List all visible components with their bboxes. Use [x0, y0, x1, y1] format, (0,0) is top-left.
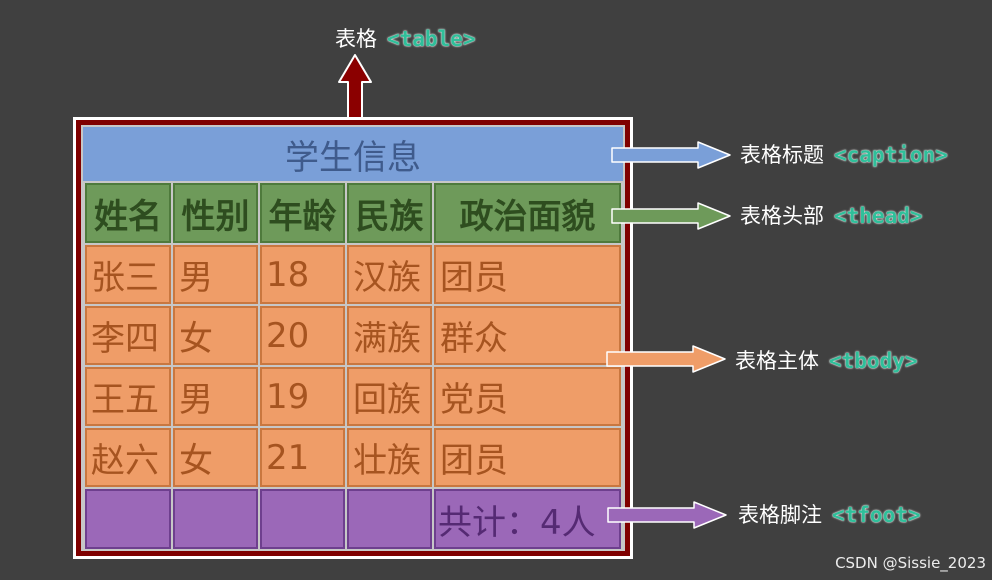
table-label-text: 表格 — [335, 27, 377, 51]
body-cell: 汉族 — [347, 245, 432, 304]
caption-label-text: 表格标题 — [740, 143, 824, 167]
body-cell: 男 — [173, 245, 258, 304]
header-cell-ethnicity: 民族 — [347, 183, 432, 243]
header-cell-gender: 性别 — [173, 183, 258, 243]
body-cell: 19 — [260, 367, 345, 426]
caption-label: 表格标题 <caption> — [740, 140, 948, 170]
body-cell: 团员 — [434, 245, 621, 304]
caption-tag: <caption> — [834, 143, 948, 167]
body-cell: 壮族 — [347, 428, 432, 487]
body-cell: 男 — [173, 367, 258, 426]
header-cell-age: 年龄 — [260, 183, 345, 243]
footer-cell — [85, 489, 171, 549]
thead-label: 表格头部 <thead> — [740, 201, 923, 231]
body-cell: 李四 — [85, 306, 171, 365]
footer-cell — [347, 489, 432, 549]
footer-cell — [260, 489, 345, 549]
tbody-label: 表格主体 <tbody> — [735, 346, 918, 376]
watermark: CSDN @Sissie_2023 — [835, 554, 986, 572]
thead-label-text: 表格头部 — [740, 204, 824, 228]
body-cell: 团员 — [434, 428, 621, 487]
body-cell: 群众 — [434, 306, 621, 365]
thead-arrow — [611, 202, 731, 230]
tfoot-label: 表格脚注 <tfoot> — [738, 500, 921, 530]
body-cell: 党员 — [434, 367, 621, 426]
tfoot-tag: <tfoot> — [832, 503, 921, 527]
body-cell: 王五 — [85, 367, 171, 426]
header-cell-name: 姓名 — [85, 183, 171, 243]
table-arrow — [338, 54, 372, 119]
tfoot-arrow — [607, 501, 727, 529]
table-label: 表格 <table> — [335, 26, 476, 52]
body-cell: 21 — [260, 428, 345, 487]
body-cell: 女 — [173, 428, 258, 487]
tbody-arrow — [606, 345, 726, 373]
body-cell: 回族 — [347, 367, 432, 426]
body-cell: 20 — [260, 306, 345, 365]
tbody-label-text: 表格主体 — [735, 349, 819, 373]
body-cell: 满族 — [347, 306, 432, 365]
table-tag: <table> — [387, 27, 476, 51]
body-cell: 18 — [260, 245, 345, 304]
caption-arrow — [611, 141, 731, 169]
tbody-tag: <tbody> — [829, 349, 918, 373]
body-cell: 张三 — [85, 245, 171, 304]
footer-cell-total: 共计：4人 — [434, 489, 621, 549]
header-cell-political-status: 政治面貌 — [434, 183, 621, 243]
footer-cell — [173, 489, 258, 549]
thead-tag: <thead> — [834, 204, 923, 228]
table-caption: 学生信息 — [83, 127, 623, 181]
tfoot-label-text: 表格脚注 — [738, 503, 822, 527]
body-cell: 女 — [173, 306, 258, 365]
body-cell: 赵六 — [85, 428, 171, 487]
